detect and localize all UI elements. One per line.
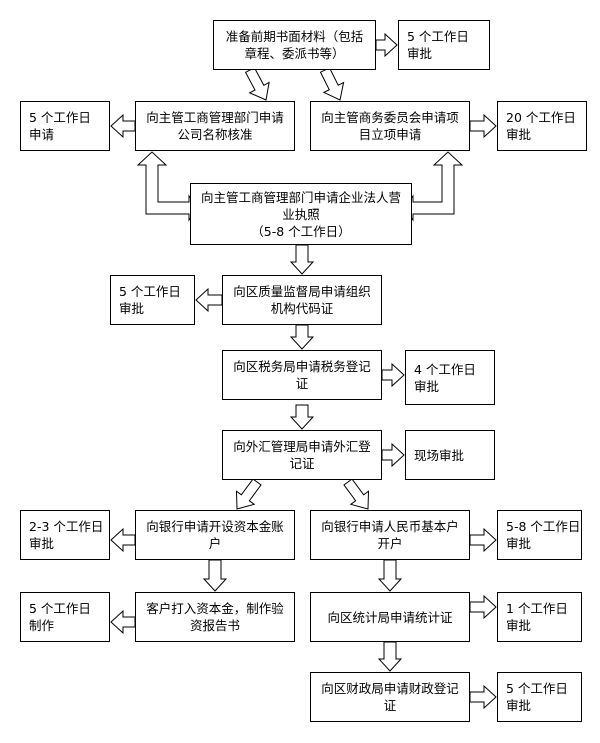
forex-time-box: 现场审批 bbox=[405, 430, 495, 480]
statistics-cert-text: 向区统计局申请统计证 bbox=[327, 609, 453, 625]
prepare-materials-box: 准备前期书面材料（包括 章程、委派书等） bbox=[213, 20, 376, 70]
arrow-finance-to-time bbox=[469, 684, 497, 710]
arrow-prepare-to-commerce bbox=[319, 67, 345, 101]
arrow-prepare-to-time bbox=[375, 32, 398, 58]
finance-registration-box: 向区财政局申请财政登记 证 bbox=[310, 672, 470, 722]
rmb-account-time-box: 5-8 个工作日 审批 bbox=[497, 510, 582, 560]
arrow-elbow-left bbox=[136, 151, 199, 222]
finance-registration-text: 向区财政局申请财政登记 证 bbox=[321, 681, 459, 713]
name-check-time-text: 5 个工作日 申请 bbox=[29, 110, 91, 142]
capital-verify-box: 客户打入资本金，制作验 资报告书 bbox=[135, 592, 295, 642]
forex-registration-box: 向外汇管理局申请外汇登 记证 bbox=[222, 430, 382, 480]
commerce-approval-text: 向主管商务委员会申请项 目立项申请 bbox=[321, 110, 459, 142]
tax-time-text: 4 个工作日 审批 bbox=[414, 361, 476, 394]
arrow-capital-to-verify bbox=[202, 559, 228, 592]
arrow-capital-to-time bbox=[110, 527, 136, 553]
commerce-time-text: 20 个工作日 审批 bbox=[506, 110, 576, 142]
arrow-rmb-to-time bbox=[469, 527, 497, 553]
org-code-box: 向区质量监督局申请组织 机构代码证 bbox=[222, 275, 382, 325]
forex-time-text: 现场审批 bbox=[414, 447, 465, 463]
capital-verify-time-text: 5 个工作日 制作 bbox=[29, 601, 91, 633]
prepare-materials-text: 准备前期书面材料（包括 章程、委派书等） bbox=[225, 29, 364, 61]
finance-time-text: 5 个工作日 审批 bbox=[506, 681, 568, 713]
arrow-forex-to-capital bbox=[235, 478, 262, 510]
tax-registration-box: 向区税务局申请税务登记 证 bbox=[222, 350, 382, 400]
statistics-cert-box: 向区统计局申请统计证 bbox=[310, 592, 470, 642]
commerce-time-box: 20 个工作日 审批 bbox=[497, 101, 587, 151]
statistics-time-text: 1 个工作日 审批 bbox=[506, 601, 568, 633]
arrow-orgcode-to-time bbox=[195, 287, 223, 313]
arrow-prepare-to-namecheck bbox=[244, 66, 270, 101]
org-code-time-text: 5 个工作日 审批 bbox=[119, 284, 181, 316]
arrow-tax-to-forex bbox=[289, 404, 315, 430]
capital-verify-text: 客户打入资本金，制作验 资报告书 bbox=[146, 601, 284, 633]
arrow-stats-to-finance bbox=[377, 641, 403, 672]
capital-account-time-text: 2-3 个工作日 审批 bbox=[29, 519, 104, 551]
capital-account-text: 向银行申请开设资本金账 户 bbox=[146, 519, 284, 551]
arrow-stats-to-time bbox=[469, 594, 497, 620]
arrow-forex-to-time bbox=[381, 442, 405, 468]
arrow-namecheck-to-time bbox=[110, 113, 136, 139]
commerce-approval-box: 向主管商务委员会申请项 目立项申请 bbox=[310, 101, 470, 151]
finance-time-box: 5 个工作日 审批 bbox=[497, 672, 582, 722]
capital-account-box: 向银行申请开设资本金账 户 bbox=[135, 510, 295, 560]
tax-registration-text: 向区税务局申请税务登记 证 bbox=[233, 359, 371, 391]
tax-time-box: 4 个工作日 审批 bbox=[405, 350, 495, 405]
org-code-time-box: 5 个工作日 审批 bbox=[110, 275, 195, 325]
rmb-account-box: 向银行申请人民币基本户 开户 bbox=[310, 510, 470, 560]
arrow-orgcode-to-tax bbox=[289, 324, 315, 350]
rmb-account-text: 向银行申请人民币基本户 开户 bbox=[321, 519, 459, 551]
business-license-box: 向主管工商管理部门申请企业法人营 业执照 （5-8 个工作日） bbox=[190, 183, 412, 245]
capital-account-time-box: 2-3 个工作日 审批 bbox=[20, 510, 110, 560]
prepare-time-text: 5 个工作日 审批 bbox=[407, 29, 469, 61]
business-license-text: 向主管工商管理部门申请企业法人营 业执照 （5-8 个工作日） bbox=[200, 189, 401, 239]
capital-verify-time-box: 5 个工作日 制作 bbox=[20, 592, 110, 642]
arrow-forex-to-rmb bbox=[343, 478, 370, 510]
arrow-rmb-to-stats bbox=[377, 559, 403, 592]
arrow-license-to-orgcode bbox=[289, 244, 315, 275]
org-code-text: 向区质量监督局申请组织 机构代码证 bbox=[233, 284, 371, 316]
arrow-elbow-right bbox=[403, 151, 464, 222]
name-check-time-box: 5 个工作日 申请 bbox=[20, 101, 110, 151]
name-check-text: 向主管工商管理部门申请 公司名称核准 bbox=[146, 110, 284, 142]
rmb-account-time-text: 5-8 个工作日 审批 bbox=[506, 519, 581, 551]
name-check-box: 向主管工商管理部门申请 公司名称核准 bbox=[135, 101, 295, 151]
arrow-verify-to-time bbox=[110, 609, 136, 635]
prepare-time-box: 5 个工作日 审批 bbox=[398, 20, 490, 70]
forex-registration-text: 向外汇管理局申请外汇登 记证 bbox=[233, 439, 371, 471]
statistics-time-box: 1 个工作日 审批 bbox=[497, 592, 582, 642]
arrow-tax-to-time bbox=[381, 362, 405, 388]
arrow-commerce-to-time bbox=[469, 113, 497, 139]
